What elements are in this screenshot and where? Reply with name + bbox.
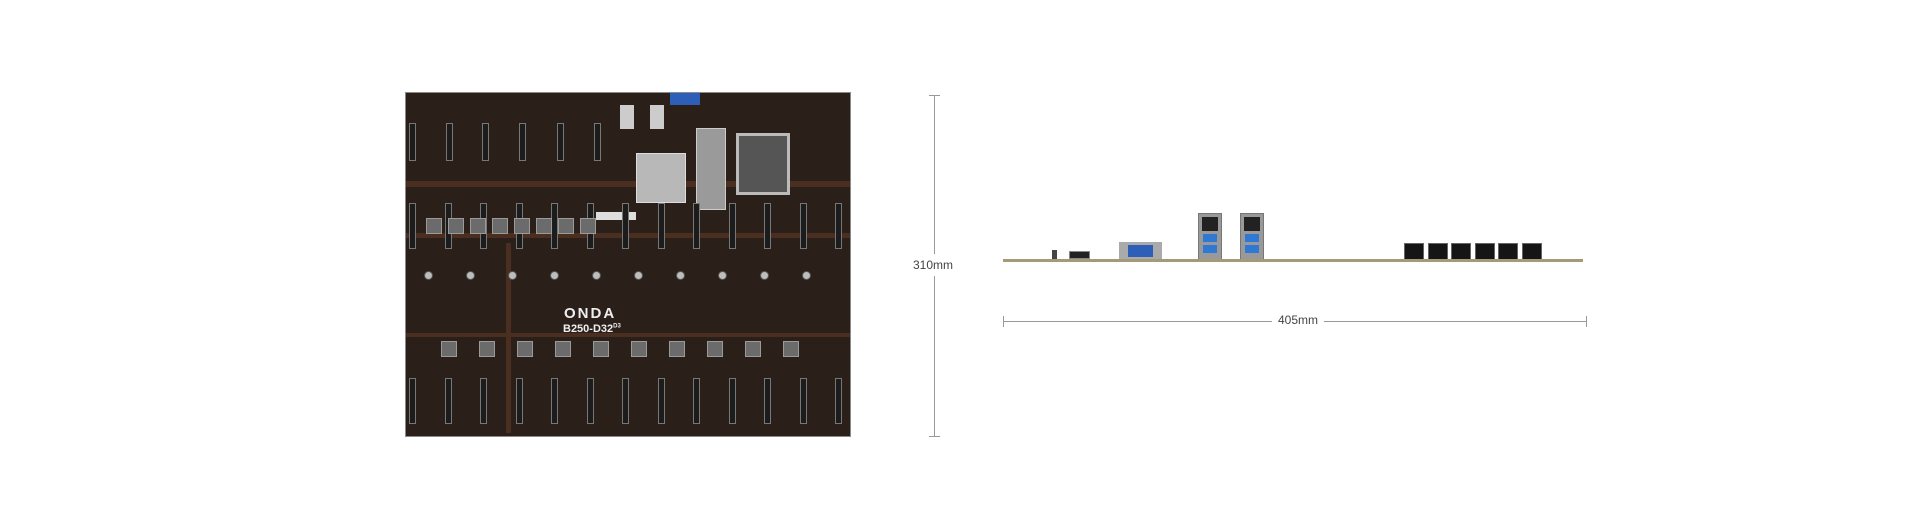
pcie-slot [594, 123, 601, 161]
mounting-hole [592, 271, 601, 280]
pcb-trace [406, 333, 850, 337]
pcie-slot [482, 123, 489, 161]
pcie-power-connector-icon [1404, 243, 1424, 260]
pcb-trace [506, 243, 511, 433]
pcie-slot [551, 378, 558, 424]
pcb-trace [406, 181, 850, 187]
motherboard-top-view: ONDA B250-D32D3 [405, 92, 851, 437]
pcie-slot [519, 123, 526, 161]
mounting-hole [676, 271, 685, 280]
controller-chip [631, 341, 647, 357]
pcie-power-connector-icon [1474, 243, 1495, 260]
mounting-hole [760, 271, 769, 280]
pcie-slot [657, 378, 665, 424]
pcie-slot [515, 378, 523, 424]
pcie-slot [693, 203, 700, 249]
dimension-tick [929, 436, 940, 437]
pcie-slot [446, 123, 453, 161]
pcie-slot [799, 378, 807, 424]
controller-chip [669, 341, 685, 357]
controller-chip [441, 341, 457, 357]
vga-port [670, 93, 700, 105]
pcie-slot [835, 203, 842, 249]
dimension-tick [929, 95, 940, 96]
controller-chip [593, 341, 609, 357]
dimension-tick [1003, 316, 1004, 327]
pcie-slot [728, 203, 736, 249]
controller-chip [479, 341, 495, 357]
brand-logo: ONDA [564, 305, 617, 322]
pcie-slot [409, 123, 416, 161]
controller-chip [707, 341, 723, 357]
pcie-slot [693, 378, 700, 424]
pcie-slot [764, 378, 771, 424]
pcie-slot [622, 378, 629, 424]
dimension-tick [1586, 316, 1587, 327]
capacitor [580, 218, 596, 234]
capacitor [536, 218, 552, 234]
capacitor [426, 218, 442, 234]
usb-port [620, 105, 634, 129]
width-dimension-label: 405mm [1272, 313, 1325, 327]
pcie-slot [728, 378, 736, 424]
mounting-hole [802, 271, 811, 280]
controller-chip [517, 341, 533, 357]
mounting-hole [424, 271, 433, 280]
pcie-power-connector-icon [1498, 243, 1518, 260]
cpu-socket [736, 133, 790, 195]
model-name: B250-D32 [563, 323, 614, 335]
height-dimension-label: 310mm [913, 254, 954, 276]
pcie-slot [622, 203, 629, 249]
pcie-slot [799, 203, 807, 249]
controller-chip [745, 341, 761, 357]
lan-usb-stack-icon [1198, 213, 1222, 260]
power-button-icon [1052, 250, 1057, 260]
lan-usb-stack-icon [1240, 213, 1264, 260]
usb-port [650, 105, 664, 129]
pcie-slot [586, 378, 594, 424]
pcie-power-connector-icon [1427, 243, 1448, 260]
pcie-power-connector-icon [1451, 243, 1471, 260]
pcie-slot [444, 378, 452, 424]
mounting-hole [634, 271, 643, 280]
pcie-slot [657, 203, 665, 249]
pcie-slot [835, 378, 842, 424]
pcie-slot [409, 378, 416, 424]
ram-slot [696, 128, 726, 210]
vga-port-icon [1119, 242, 1162, 260]
capacitor [470, 218, 486, 234]
pcie-slot [409, 203, 416, 249]
controller-chip [555, 341, 571, 357]
mounting-hole [718, 271, 727, 280]
pcb-edge [1003, 259, 1583, 262]
pcie-slot [557, 123, 564, 161]
mounting-hole [466, 271, 475, 280]
controller-chip [783, 341, 799, 357]
pcie-slot [764, 203, 771, 249]
label-sticker [596, 212, 636, 220]
pcie-slot [480, 378, 487, 424]
model-label: B250-D32D3 [563, 323, 621, 335]
chipset-heatsink [636, 153, 686, 203]
model-suffix: D3 [613, 323, 621, 330]
hdmi-port-icon [1069, 251, 1090, 259]
capacitor [448, 218, 464, 234]
mounting-hole [508, 271, 517, 280]
pcie-slot [551, 203, 558, 249]
mounting-hole [550, 271, 559, 280]
capacitor [558, 218, 574, 234]
capacitor [514, 218, 530, 234]
pcie-power-connector-icon [1521, 243, 1542, 260]
capacitor [492, 218, 508, 234]
